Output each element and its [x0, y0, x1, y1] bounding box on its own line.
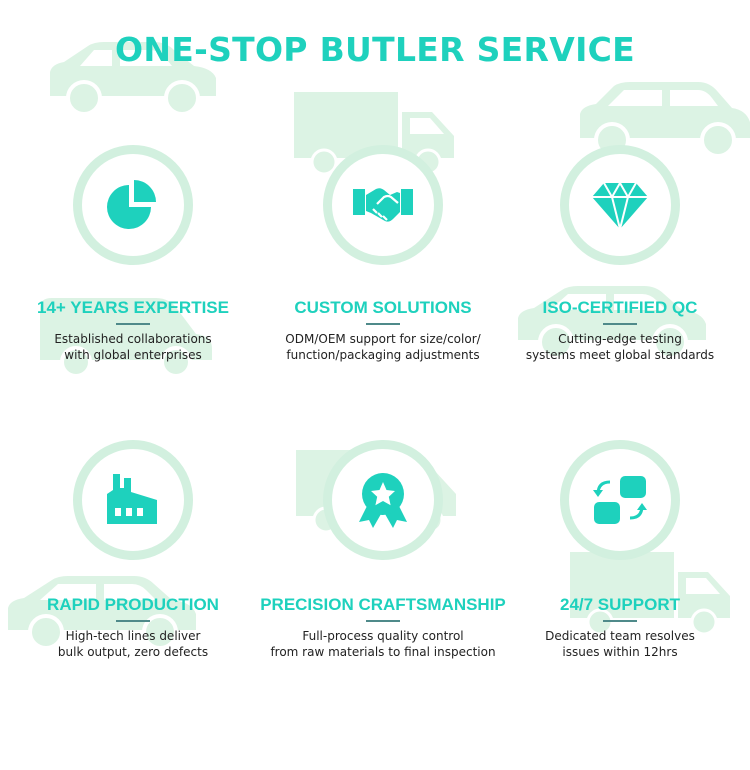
feature-description: Full-process quality control from raw ma…	[258, 628, 508, 660]
background-car-icon	[0, 572, 200, 652]
feature-title: RAPID PRODUCTION	[47, 595, 219, 614]
feature-description-line: Cutting-edge testing	[558, 332, 682, 346]
feature-description-line: issues within 12hrs	[562, 645, 678, 659]
icon-ring	[73, 145, 193, 265]
feature-title: 14+ YEARS EXPERTISE	[37, 298, 229, 317]
award-badge-icon	[359, 473, 407, 528]
feature-description: Established collaborations with global e…	[8, 331, 258, 363]
feature-card-production: RAPID PRODUCTION High-tech lines deliver…	[8, 440, 258, 770]
background-truck-icon	[566, 548, 742, 638]
feature-description-line: systems meet global standards	[525, 348, 715, 362]
feature-description: Cutting-edge testing systems meet global…	[495, 331, 745, 363]
icon-ring	[323, 145, 443, 265]
feature-title: CUSTOM SOLUTIONS	[294, 298, 472, 317]
background-car-icon	[510, 282, 710, 362]
background-car-icon	[42, 38, 222, 118]
feature-description-line: ODM/OEM support for size/color/	[285, 332, 481, 346]
feature-description: High-tech lines deliver bulk output, zer…	[8, 628, 258, 660]
feature-card-craftsmanship: PRECISION CRAFTSMANSHIP Full-process qua…	[258, 440, 508, 770]
background-truck-icon	[290, 88, 460, 178]
page-title: ONE-STOP BUTLER SERVICE	[114, 30, 636, 69]
feature-description-line: function/packaging adjustments	[286, 348, 480, 362]
feature-card-qc: ISO-CERTIFIED QC Cutting-edge testing sy…	[495, 145, 745, 475]
feature-divider	[116, 323, 150, 325]
feature-description-line: Dedicated team resolves	[545, 629, 695, 643]
feature-divider	[603, 323, 637, 325]
feature-title: ISO-CERTIFIED QC	[542, 298, 698, 317]
background-van-icon	[36, 290, 216, 382]
feature-card-custom: CUSTOM SOLUTIONS ODM/OEM support for siz…	[258, 145, 508, 475]
feature-description-line: with global enterprises	[64, 348, 202, 362]
feature-divider	[366, 323, 400, 325]
feature-divider	[603, 620, 637, 622]
feature-card-support: 24/7 SUPPORT Dedicated team resolves iss…	[495, 440, 745, 770]
pie-chart-icon	[107, 180, 156, 229]
feature-divider	[366, 620, 400, 622]
feature-card-expertise: 14+ YEARS EXPERTISE Established collabor…	[8, 145, 258, 475]
feature-description-line: Full-process quality control	[302, 629, 464, 643]
feature-description: ODM/OEM support for size/color/ function…	[258, 331, 508, 363]
feature-description-line: from raw materials to final inspection	[270, 645, 496, 659]
feature-description-line: High-tech lines deliver	[65, 629, 201, 643]
icon-ring	[323, 440, 443, 560]
sync-icon	[593, 476, 647, 524]
feature-description-line: Established collaborations	[54, 332, 212, 346]
diamond-icon	[592, 180, 648, 230]
icon-ring	[560, 440, 680, 560]
feature-description: Dedicated team resolves issues within 12…	[495, 628, 745, 660]
feature-description-line: bulk output, zero defects	[57, 645, 209, 659]
factory-icon	[107, 474, 157, 524]
feature-title: PRECISION CRAFTSMANSHIP	[260, 595, 506, 614]
feature-title: 24/7 SUPPORT	[560, 595, 680, 614]
background-suv-icon	[574, 78, 750, 160]
icon-ring	[560, 145, 680, 265]
feature-divider	[116, 620, 150, 622]
handshake-icon	[353, 188, 413, 222]
icon-ring	[73, 440, 193, 560]
